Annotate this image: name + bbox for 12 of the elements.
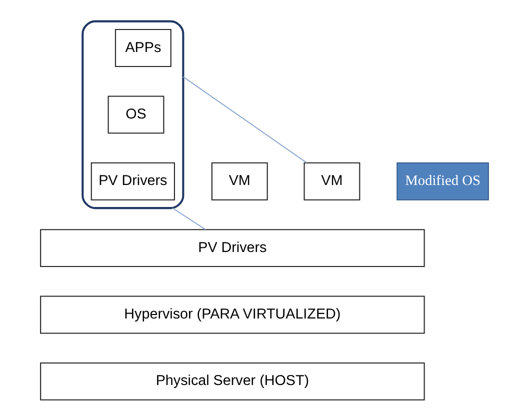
node-box: APPs xyxy=(114,28,171,66)
cluster xyxy=(81,20,184,209)
connector xyxy=(182,76,306,163)
node-box: PV Drivers xyxy=(40,228,424,267)
node-box: Hypervisor (PARA VIRTUALIZED) xyxy=(40,295,424,334)
node-box: Physical Server (HOST) xyxy=(40,362,424,400)
node-box: VM xyxy=(303,162,360,200)
node-box: OS xyxy=(107,95,164,134)
node-box: Modified OS xyxy=(396,162,488,200)
node-box: VM xyxy=(210,162,268,200)
node-box: PV Drivers xyxy=(90,162,174,200)
connector xyxy=(172,207,206,230)
